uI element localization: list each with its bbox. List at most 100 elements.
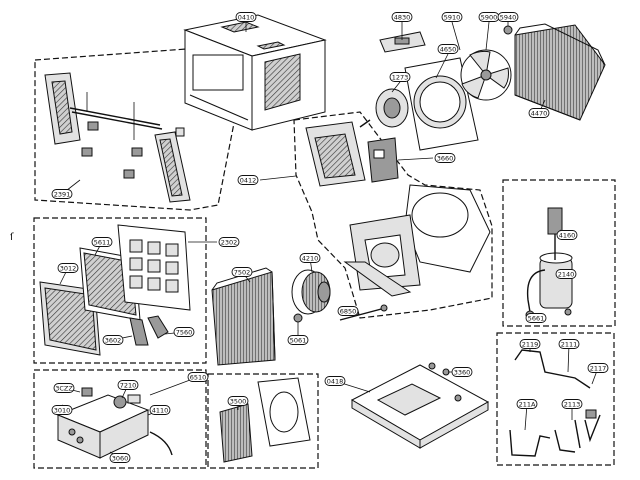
compressor-part (525, 207, 573, 320)
part-tag-label: 3012 (60, 265, 77, 273)
part-tag-3660: 3660 (434, 153, 456, 163)
part-tag-label: 4160 (559, 232, 576, 240)
group-outline-tubing (496, 332, 615, 466)
part-tag-2119: 2119 (519, 339, 541, 349)
part-tag-label: 5661 (528, 315, 545, 323)
part-tag-label: 2391 (54, 191, 71, 199)
part-tag-5061: 5061 (287, 335, 309, 345)
part-tag-3012: 3012 (57, 263, 79, 273)
part-tag-box (451, 367, 473, 377)
part-tag-box (187, 372, 209, 382)
drain-cap-part (339, 304, 388, 321)
part-tag-label: 3CZZ (55, 385, 73, 393)
part-tag-3060: 3060 (109, 453, 131, 463)
part-tag-label: 3060 (112, 455, 129, 463)
part-tag-label: 6850 (340, 308, 357, 316)
part-tag-label: 211A (519, 401, 536, 409)
part-tag-3602: 3602 (102, 335, 124, 345)
part-tag-label: 0412 (240, 177, 257, 185)
part-tag-box (525, 313, 547, 323)
part-tag-2113: 2113 (561, 399, 583, 409)
part-tag-box (53, 383, 75, 393)
part-tag-1273: 1273 (389, 72, 411, 82)
part-tag-box (299, 253, 321, 263)
part-tag-6850: 6850 (337, 306, 359, 316)
fan-motor-part (359, 88, 409, 128)
part-tag-label: 0410 (238, 14, 255, 22)
part-tag-label: 2302 (221, 239, 238, 247)
part-tag-label: 5900 (481, 14, 498, 22)
part-tag-label: 5910 (444, 14, 461, 22)
part-tag-box (556, 230, 578, 240)
group-outline-front-grille (33, 217, 207, 364)
part-tag-211a: 211A (516, 399, 538, 409)
part-tag-box (109, 453, 131, 463)
part-tag-box (235, 12, 257, 22)
part-tag-2302: 2302 (218, 237, 240, 247)
part-tag-0418: 0418 (324, 376, 346, 386)
part-tag-4650: 4650 (437, 44, 459, 54)
group-outline-condenser-shroud (207, 373, 319, 469)
part-tag-box (51, 189, 73, 199)
part-tag-0412: 0412 (237, 175, 259, 185)
mounting-frame-part (44, 72, 191, 203)
motor-bracket-part (379, 31, 426, 53)
blower-housing-part (343, 184, 491, 297)
part-tag-3360: 3360 (451, 367, 473, 377)
evaporator-coil-part (211, 267, 276, 366)
part-tag-7210: 7210 (117, 380, 139, 390)
part-tag-label: 6510 (190, 374, 207, 382)
part-tag-label: 5061 (290, 337, 307, 345)
part-tag-box (231, 267, 253, 277)
part-tag-label: 7560 (176, 329, 193, 337)
part-tag-box (173, 327, 195, 337)
part-tag-label: 4210 (302, 255, 319, 263)
part-tag-box (434, 153, 456, 163)
part-tag-box (528, 108, 550, 118)
margin-mark: ſ (10, 232, 14, 243)
part-tag-3500: 3500 (227, 396, 249, 406)
fan-nut-part (503, 25, 513, 35)
part-tag-label: 7502 (234, 269, 251, 277)
part-tag-label: 2111 (561, 341, 578, 349)
group-outline-control-box (33, 369, 207, 469)
part-tag-label: 4830 (394, 14, 411, 22)
part-tag-box (57, 263, 79, 273)
part-tag-5940: 5940 (497, 12, 519, 22)
part-tag-2117: 2117 (587, 363, 609, 373)
part-tag-box (555, 269, 577, 279)
part-tag-4470: 4470 (528, 108, 550, 118)
part-tag-box (441, 12, 463, 22)
part-tag-box (519, 339, 541, 349)
refrigerant-tubing-part (509, 349, 601, 457)
part-tag-4210: 4210 (299, 253, 321, 263)
part-tag-label: 2140 (558, 271, 575, 279)
part-tag-label: 4650 (440, 46, 457, 54)
part-tag-label: 5940 (500, 14, 517, 22)
part-tag-0410: 0410 (235, 12, 257, 22)
part-tag-box (102, 335, 124, 345)
part-tag-5910: 5910 (441, 12, 463, 22)
part-tag-box (391, 12, 413, 22)
part-tag-label: 4470 (531, 110, 548, 118)
part-tag-3czz: 3CZZ (53, 383, 75, 393)
control-box-part (56, 387, 173, 459)
part-tag-4830: 4830 (391, 12, 413, 22)
knob-part (129, 315, 169, 346)
part-tag-box (287, 335, 309, 345)
part-tag-5661: 5661 (525, 313, 547, 323)
part-tag-box (227, 396, 249, 406)
group-outline-compressor (502, 179, 616, 327)
part-tag-2111: 2111 (558, 339, 580, 349)
part-tag-box (324, 376, 346, 386)
part-tag-label: 3660 (437, 155, 454, 163)
part-tag-label: 5611 (94, 239, 111, 247)
part-tag-4160: 4160 (556, 230, 578, 240)
part-tag-box (558, 339, 580, 349)
part-tag-label: 3010 (54, 407, 71, 415)
part-tag-2391: 2391 (51, 189, 73, 199)
front-frame-part (117, 224, 191, 311)
part-tag-box (51, 405, 73, 415)
axial-fan-part (460, 49, 512, 101)
blower-clamp-part (293, 313, 303, 323)
